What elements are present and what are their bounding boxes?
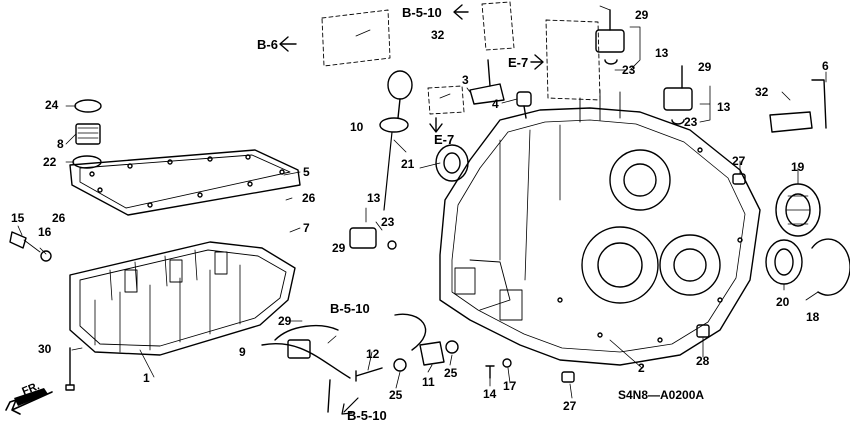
leader-lines [17,5,827,399]
callout-13-lower: 13 [367,191,381,205]
solenoid-13-right [663,65,693,125]
callout-14: 14 [483,387,497,401]
oil-filter [72,99,102,169]
callout-29-mid: 29 [332,241,346,255]
callout-27-bottom: 27 [563,399,577,413]
callout-4: 4 [492,97,499,111]
bolt-12 [355,367,383,382]
callout-1: 1 [143,371,150,385]
ref-e7-right[interactable]: E-7 [508,55,529,70]
callout-13-top: 13 [655,46,669,60]
solenoid-13-top [595,9,625,65]
callout-12: 12 [366,347,380,361]
callout-23-top: 23 [622,63,636,77]
callout-26-right: 26 [302,191,316,205]
callout-18: 18 [806,310,820,324]
callout-29-top: 29 [635,8,649,22]
dashed-box-b510-top [481,1,515,51]
callout-10: 10 [350,120,364,134]
bearing [775,183,821,237]
gear-21 [435,144,469,182]
callout-29-right: 29 [698,60,712,74]
callout-11: 11 [422,375,435,389]
callout-5: 5 [303,165,310,179]
callout-15: 15 [11,211,25,225]
callout-6: 6 [822,59,829,73]
callout-23-right: 23 [684,115,698,129]
snap-ring [811,238,850,296]
callout-8: 8 [57,137,64,151]
callout-20: 20 [776,295,790,309]
callout-17: 17 [503,379,517,393]
callout-21: 21 [401,157,415,171]
callout-25-left: 25 [389,388,403,402]
callout-27-top: 27 [732,154,746,168]
dashed-box-b6 [321,9,391,67]
callout-24: 24 [45,98,59,112]
callout-7: 7 [303,221,310,235]
ref-b5-10-mid[interactable]: B-5-10 [330,301,370,316]
drawing-code: S4N8—A0200A [618,388,705,402]
callout-23-lower: 23 [381,215,395,229]
callout-13-right: 13 [717,100,731,114]
ref-b6[interactable]: B-6 [257,37,278,52]
front-arrow-icon [5,388,53,415]
callout-30: 30 [38,342,52,356]
solenoid-13-lower [349,227,397,250]
callout-25-right: 25 [444,366,458,380]
callout-22: 22 [43,155,57,169]
ref-b5-10-bottom[interactable]: B-5-10 [347,408,387,423]
callout-2: 2 [638,361,645,375]
transmission-case [439,89,761,366]
callout-32-right: 32 [755,85,769,99]
callout-16: 16 [38,225,52,239]
bolt-14 [485,358,512,379]
ref-arrows [279,4,544,415]
dowel-pin [561,173,746,383]
bracket-6 [769,79,827,133]
callout-28: 28 [696,354,710,368]
fitting-11 [393,340,459,372]
bracket-3 [469,59,505,105]
pipe-b510 [394,313,427,351]
callout-32-top: 32 [431,28,445,42]
oil-pan [69,241,296,356]
pan-bolt [65,347,75,391]
ref-b5-10-top[interactable]: B-5-10 [402,5,442,20]
callout-9: 9 [239,345,246,359]
ref-e7-left[interactable]: E-7 [434,132,455,147]
drain-plug [9,231,52,262]
dashed-box-e7 [545,19,601,101]
callout-29-lower: 29 [278,314,292,328]
oil-seal [765,239,803,285]
callout-26-left: 26 [52,211,66,225]
callout-3: 3 [462,73,469,87]
dashed-box-e7-left [427,85,465,115]
callout-19: 19 [791,160,805,174]
pipe-9 [261,325,351,413]
oil-pan-gasket [69,149,301,216]
dipstick [379,70,413,211]
